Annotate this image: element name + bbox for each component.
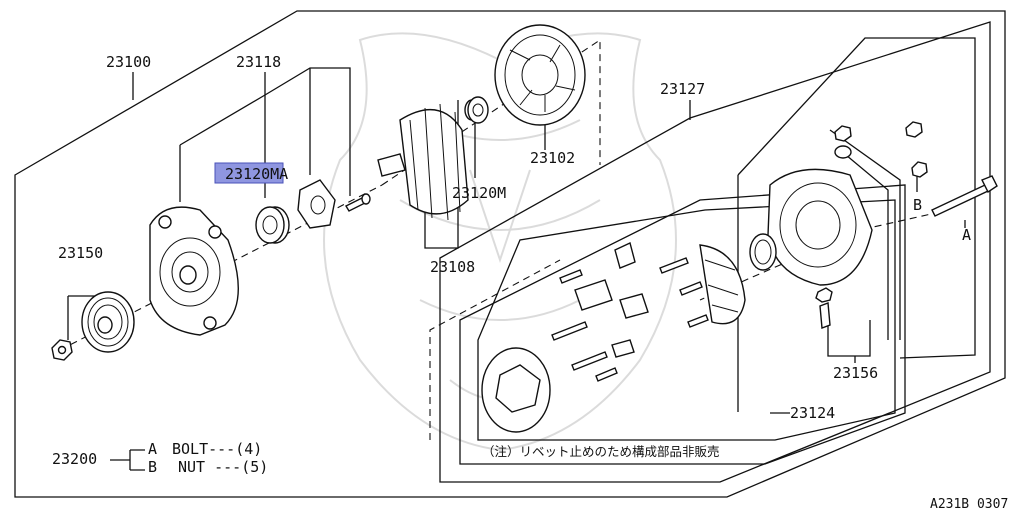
label-23150[interactable]: 23150 bbox=[58, 244, 103, 262]
rear-housing bbox=[767, 168, 873, 286]
legend-a-letter: A bbox=[148, 440, 157, 458]
bearing-23118 bbox=[255, 206, 290, 244]
o-ring bbox=[749, 233, 777, 271]
bearing-23120m bbox=[467, 96, 489, 124]
nut-left bbox=[51, 339, 73, 361]
label-23108[interactable]: 23108 bbox=[430, 258, 475, 276]
label-23102[interactable]: 23102 bbox=[530, 149, 575, 167]
note-text: （注）リベット止めのため構成部品非販売 bbox=[482, 444, 720, 459]
nut-right-1 bbox=[834, 125, 852, 142]
washer-right bbox=[834, 145, 852, 159]
legend-b-text: NUT ---(5) bbox=[178, 458, 268, 476]
screws-group bbox=[551, 257, 709, 382]
legend-a-text: BOLT---(4) bbox=[172, 440, 262, 458]
cover-23102 bbox=[494, 24, 586, 126]
brush-holder bbox=[574, 242, 649, 358]
label-23124[interactable]: 23124 bbox=[790, 404, 835, 422]
front-bracket bbox=[149, 206, 239, 336]
bolt-a bbox=[931, 175, 998, 217]
nut-right-2 bbox=[905, 121, 923, 138]
highlight-23120ma bbox=[214, 162, 284, 184]
rectifier-disc bbox=[481, 347, 551, 433]
terminal-bolt bbox=[815, 287, 833, 329]
frame-23124-inner bbox=[477, 199, 896, 441]
frame-inner-right bbox=[737, 37, 976, 359]
label-23156[interactable]: 23156 bbox=[833, 364, 878, 382]
nut-b bbox=[911, 161, 928, 178]
legend-bracket bbox=[110, 449, 145, 471]
label-23120m[interactable]: 23120M bbox=[452, 184, 506, 202]
label-23200[interactable]: 23200 bbox=[52, 450, 97, 468]
frame-23124 bbox=[459, 184, 906, 465]
label-23127[interactable]: 23127 bbox=[660, 80, 705, 98]
label-23118[interactable]: 23118 bbox=[236, 53, 281, 71]
callout-a: A bbox=[962, 226, 971, 244]
label-23120ma[interactable]: 23120MA bbox=[225, 165, 288, 183]
label-23100[interactable]: 23100 bbox=[106, 53, 151, 71]
rotor-23108 bbox=[377, 99, 480, 221]
regulator-plate bbox=[699, 244, 746, 325]
retainer-plate bbox=[297, 179, 336, 229]
pulley-23150 bbox=[81, 291, 135, 353]
figure-code: A231B 0307 bbox=[930, 497, 1008, 511]
frame-23100 bbox=[14, 10, 1006, 498]
screw-retainer bbox=[345, 193, 371, 212]
legend-b-letter: B bbox=[148, 458, 157, 476]
callout-b: B bbox=[913, 196, 922, 214]
